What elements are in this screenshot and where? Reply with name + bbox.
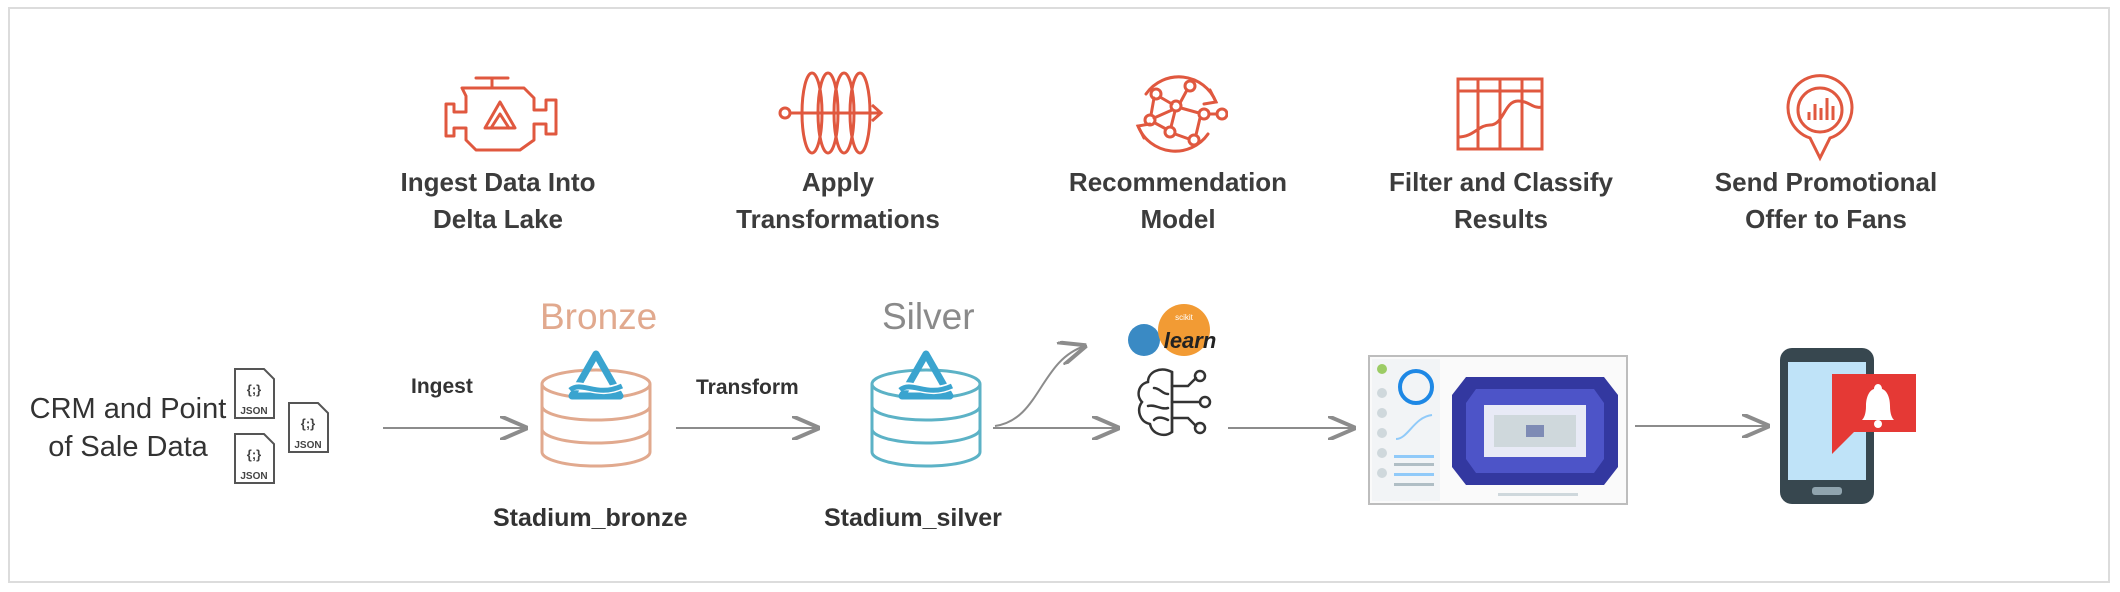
step-filter-line1: Filter and Classify (1389, 167, 1613, 197)
filter-chart-icon (1456, 77, 1544, 151)
step-model-label: Recommendation Model (1028, 164, 1328, 238)
json-file-glyph: {;} (247, 382, 261, 397)
stadium-dashboard-thumbnail (1368, 355, 1628, 505)
step-promo-line1: Send Promotional (1714, 167, 1938, 197)
step-model-line1: Recommendation (1068, 167, 1288, 197)
scikit-learn-logo: scikit learn (1128, 304, 1217, 356)
step-promo-label: Send Promotional Offer to Fans (1676, 164, 1976, 238)
silver-title: Silver (882, 296, 975, 337)
model-branch-arrow (994, 346, 1085, 427)
bronze-table-name: Stadium_bronze (493, 504, 688, 532)
delta-logo-icon (898, 350, 954, 400)
engine-icon (444, 76, 558, 152)
source-line1: CRM and Point (29, 393, 227, 425)
step-filter-line2: Results (1454, 204, 1548, 234)
bronze-table-icon (540, 350, 652, 468)
step-transform-line2: Transformations (736, 204, 940, 234)
delta-logo-icon (568, 350, 624, 400)
step-transform-label: Apply Transformations (688, 164, 988, 238)
step-model-line2: Model (1140, 204, 1216, 234)
source-line2: of Sale Data (48, 431, 208, 463)
step-transform-line1: Apply (801, 167, 875, 197)
json-file-label: JSON (240, 471, 267, 482)
step-ingest-line2: Delta Lake (432, 204, 564, 234)
bronze-title: Bronze (540, 296, 658, 337)
silver-table-icon (870, 350, 982, 468)
step-ingest-label: Ingest Data Into Delta Lake (348, 164, 648, 238)
transform-arrow-label: Transform (696, 376, 799, 399)
silver-table-name: Stadium_silver (824, 504, 1002, 532)
promo-pin-icon (1786, 74, 1854, 162)
diagram-frame (8, 7, 2110, 583)
stadium-seat-map (1452, 377, 1618, 485)
json-file-label: JSON (240, 406, 267, 417)
json-files-icon: {;} JSON {;} JSON {;} JSON (234, 368, 329, 484)
neural-network-icon (1135, 75, 1228, 153)
transform-coil-icon (778, 71, 884, 155)
step-ingest-line1: Ingest Data Into (400, 167, 596, 197)
json-file-glyph: {;} (247, 447, 261, 462)
brain-network-icon (1137, 368, 1212, 436)
bell-icon (1862, 384, 1894, 428)
step-promo-line2: Offer to Fans (1745, 204, 1907, 234)
ingest-arrow-label: Ingest (411, 375, 473, 398)
json-file-glyph: {;} (301, 416, 315, 431)
scikit-logo-main: learn (1164, 328, 1217, 353)
phone-notification-icon (1780, 348, 1916, 504)
json-file-label: JSON (294, 440, 321, 451)
source-label: CRM and Point of Sale Data (18, 390, 238, 466)
scikit-logo-small: scikit (1175, 313, 1194, 322)
step-filter-label: Filter and Classify Results (1351, 164, 1651, 238)
